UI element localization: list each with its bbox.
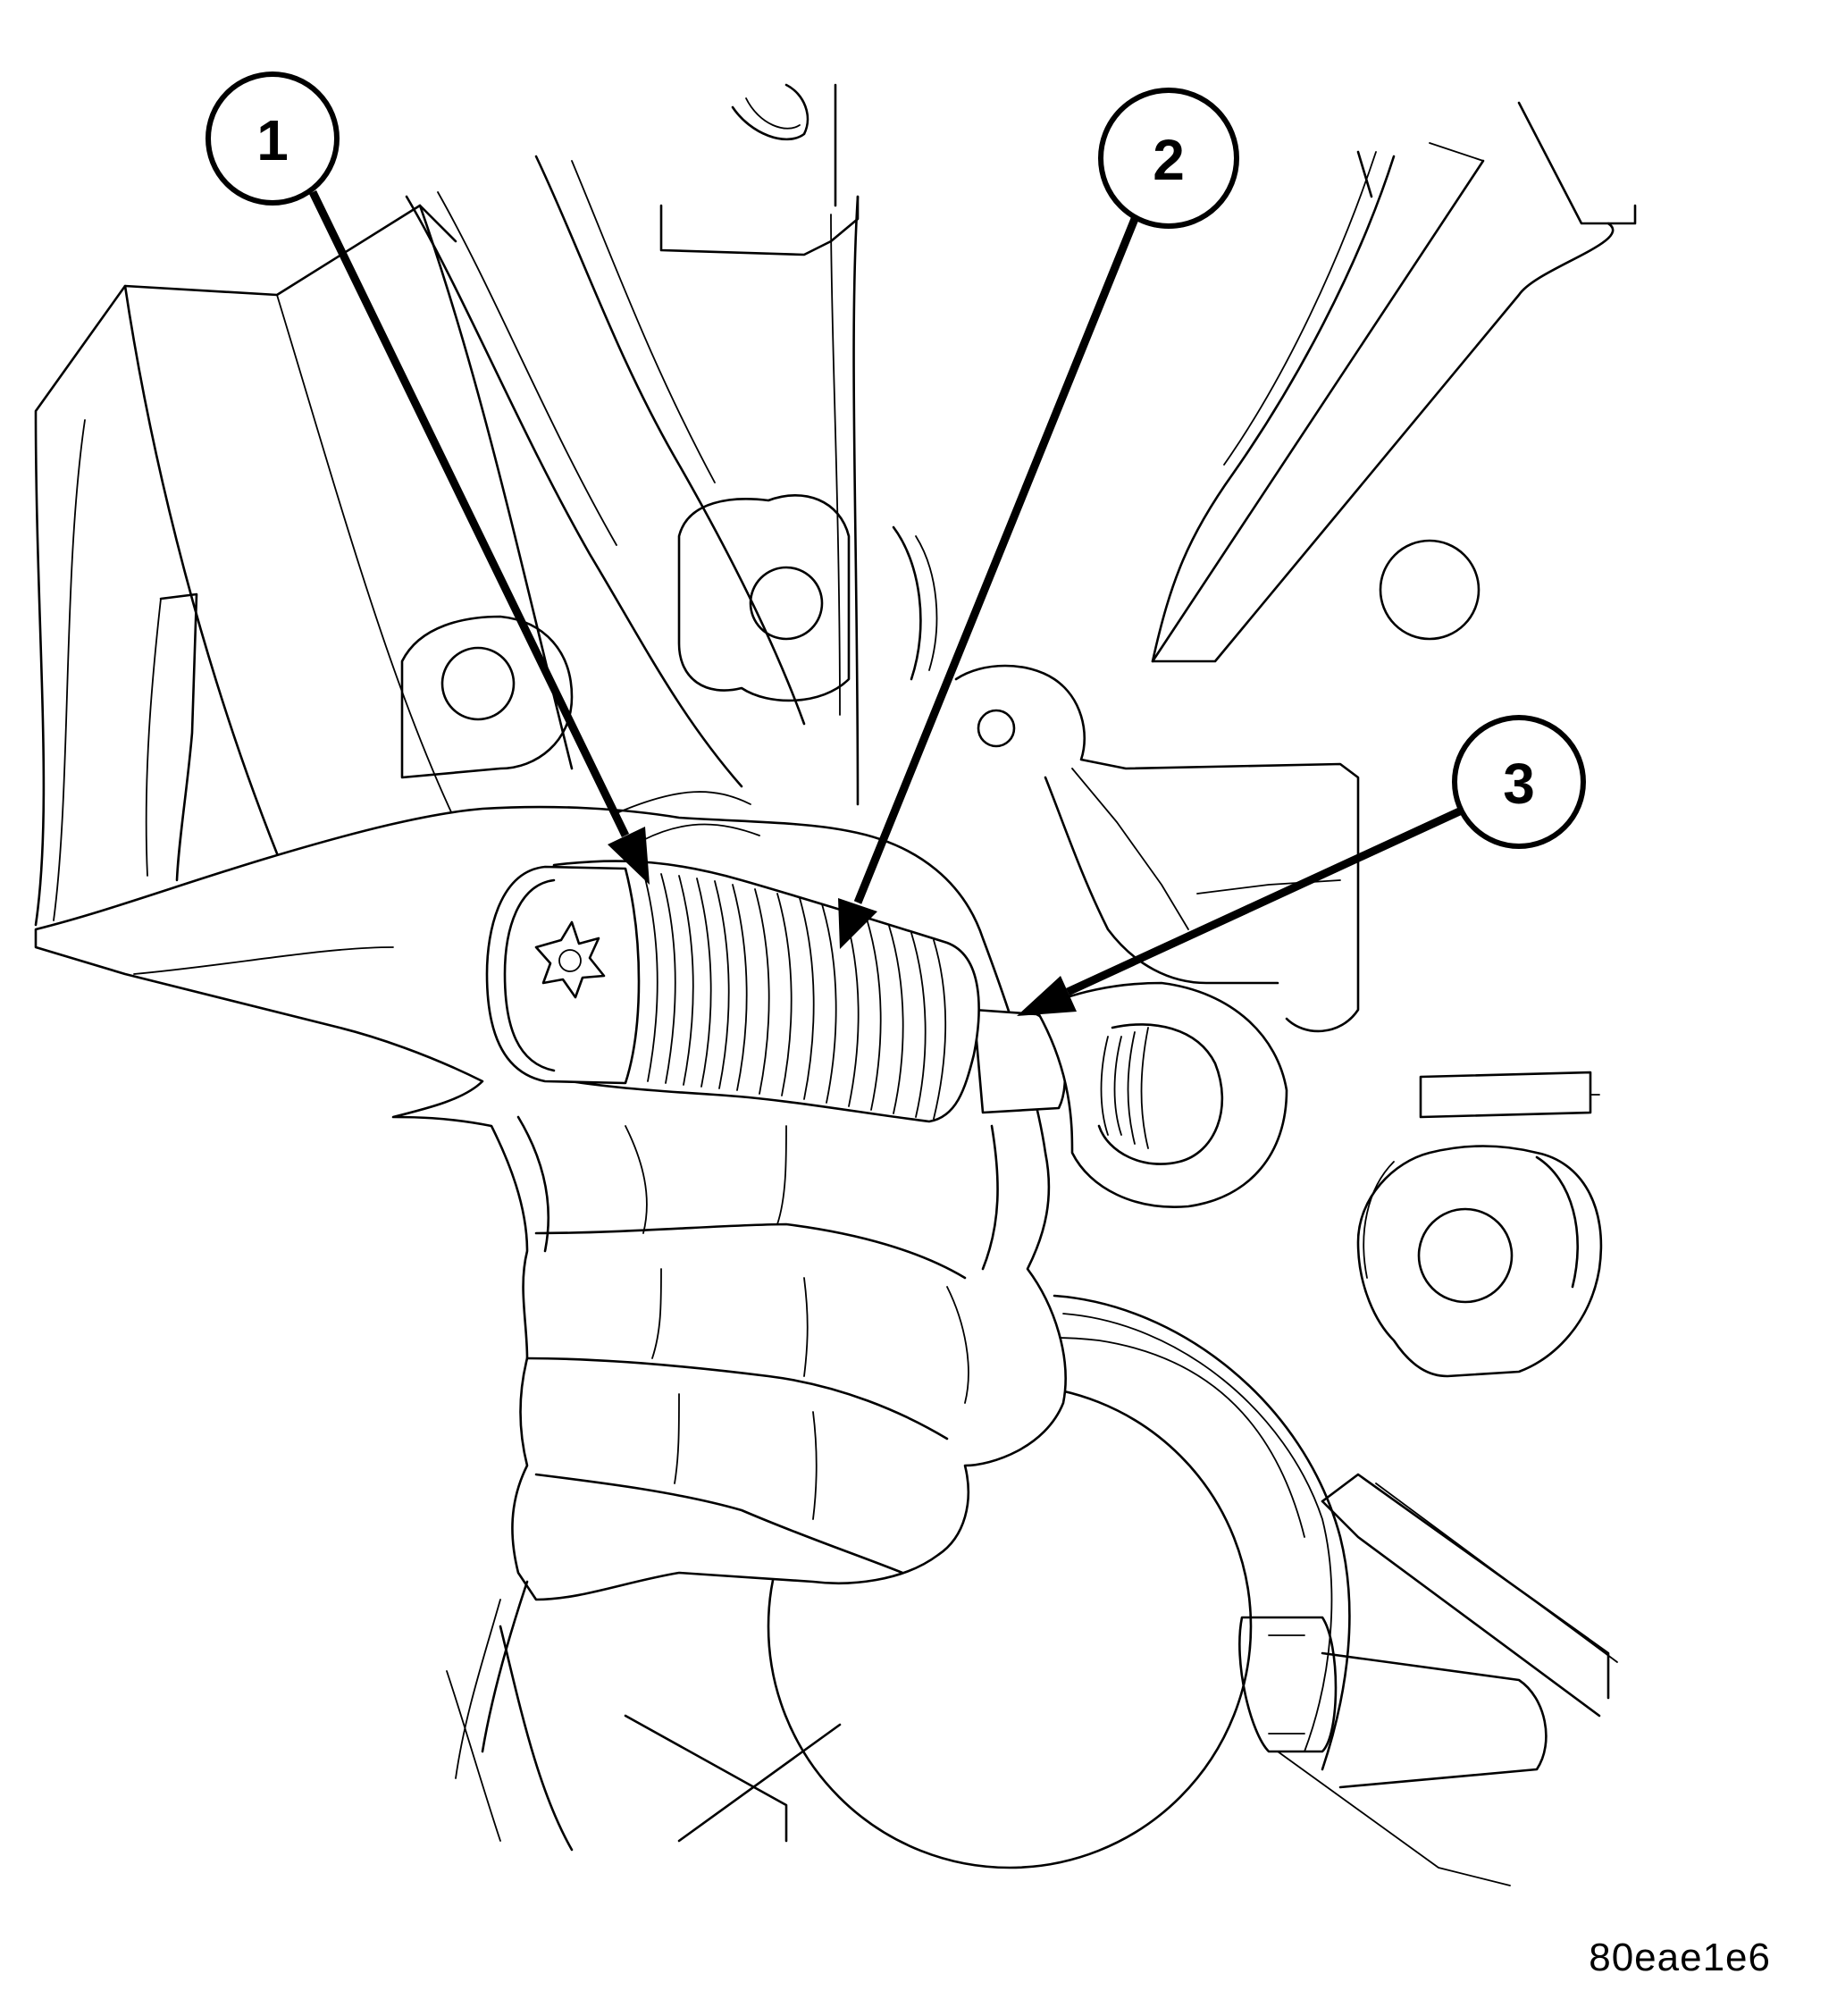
callout-1: 1 [206,71,340,206]
callout-2-leader [853,217,1139,904]
callout-2: 2 [1098,88,1239,229]
callout-1-number: 1 [256,108,289,172]
figure-id-label: 80eae1e6 [1589,1936,1771,1979]
callout-1-leader [308,190,630,837]
callout-3-arrowhead [1017,976,1077,1016]
callout-1-circle [206,71,340,206]
callout-3-number: 3 [1503,752,1535,816]
callout-2-number: 2 [1153,128,1185,192]
callout-3-leader [1066,804,1467,996]
callout-3-circle [1452,715,1586,849]
callout-2-circle [1098,88,1239,229]
callout-3: 3 [1452,715,1586,849]
callout-2-arrowhead [838,898,877,949]
callout-1-arrowhead [608,827,650,885]
callout-leaders [308,190,1467,1016]
torx-tool [485,860,1288,1208]
